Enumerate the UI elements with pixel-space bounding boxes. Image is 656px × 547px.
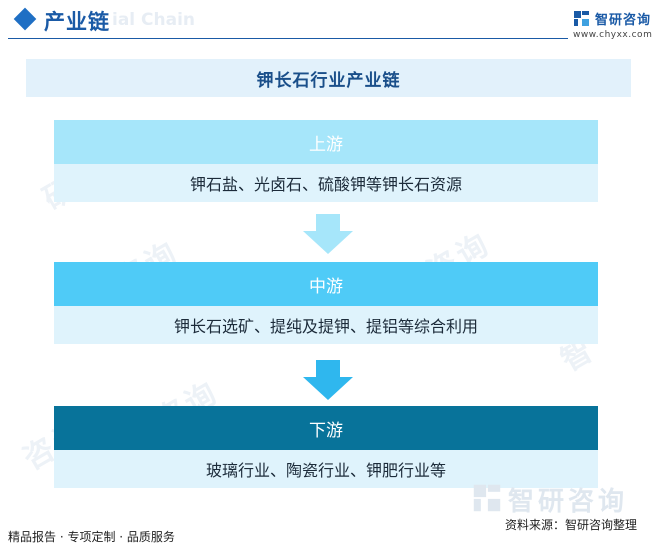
stage-body-midstream: 钾长石选矿、提纯及提钾、提铝等综合利用: [54, 306, 598, 344]
footer-logo-icon: [473, 484, 501, 512]
page-title: 产业链: [44, 10, 110, 34]
footer-tagline: 精品报告 · 专项定制 · 品质服务: [8, 530, 175, 544]
stage-head-midstream: 中游: [54, 262, 598, 306]
logo-name: 智研咨询: [595, 13, 652, 28]
diagram-title: 钾长石行业产业链: [256, 70, 401, 91]
footer-logo: 智研咨询: [472, 483, 624, 517]
logo-icon: [574, 11, 589, 26]
diamond-icon: [13, 7, 37, 31]
stage-downstream: 下游 玻璃行业、陶瓷行业、钾肥行业等: [54, 406, 598, 488]
stage-head-downstream: 下游: [54, 406, 598, 450]
stage-head-upstream: 上游: [54, 120, 598, 164]
page-header: 产业链 ial Chain 智研咨询 www.chyxx.com: [0, 0, 656, 44]
stage-body-upstream: 钾石盐、光卤石、硫酸钾等钾长石资源: [54, 164, 598, 202]
stage-upstream: 上游 钾石盐、光卤石、硫酸钾等钾长石资源: [54, 120, 598, 202]
header-divider: [8, 38, 568, 39]
stage-midstream: 中游 钾长石选矿、提纯及提钾、提铝等综合利用: [54, 262, 598, 344]
logo-url: www.chyxx.com: [573, 30, 653, 40]
down-arrow-icon: [303, 360, 353, 400]
stage-body-downstream: 玻璃行业、陶瓷行业、钾肥行业等: [54, 450, 598, 488]
source-note: 资料来源：智研咨询整理: [505, 518, 638, 532]
header-watermark: ial Chain: [112, 10, 196, 30]
footer-logo-text: 智研咨询: [508, 487, 629, 517]
down-arrow-icon: [303, 214, 353, 254]
diagram-title-bar: 钾长石行业产业链: [26, 59, 631, 97]
